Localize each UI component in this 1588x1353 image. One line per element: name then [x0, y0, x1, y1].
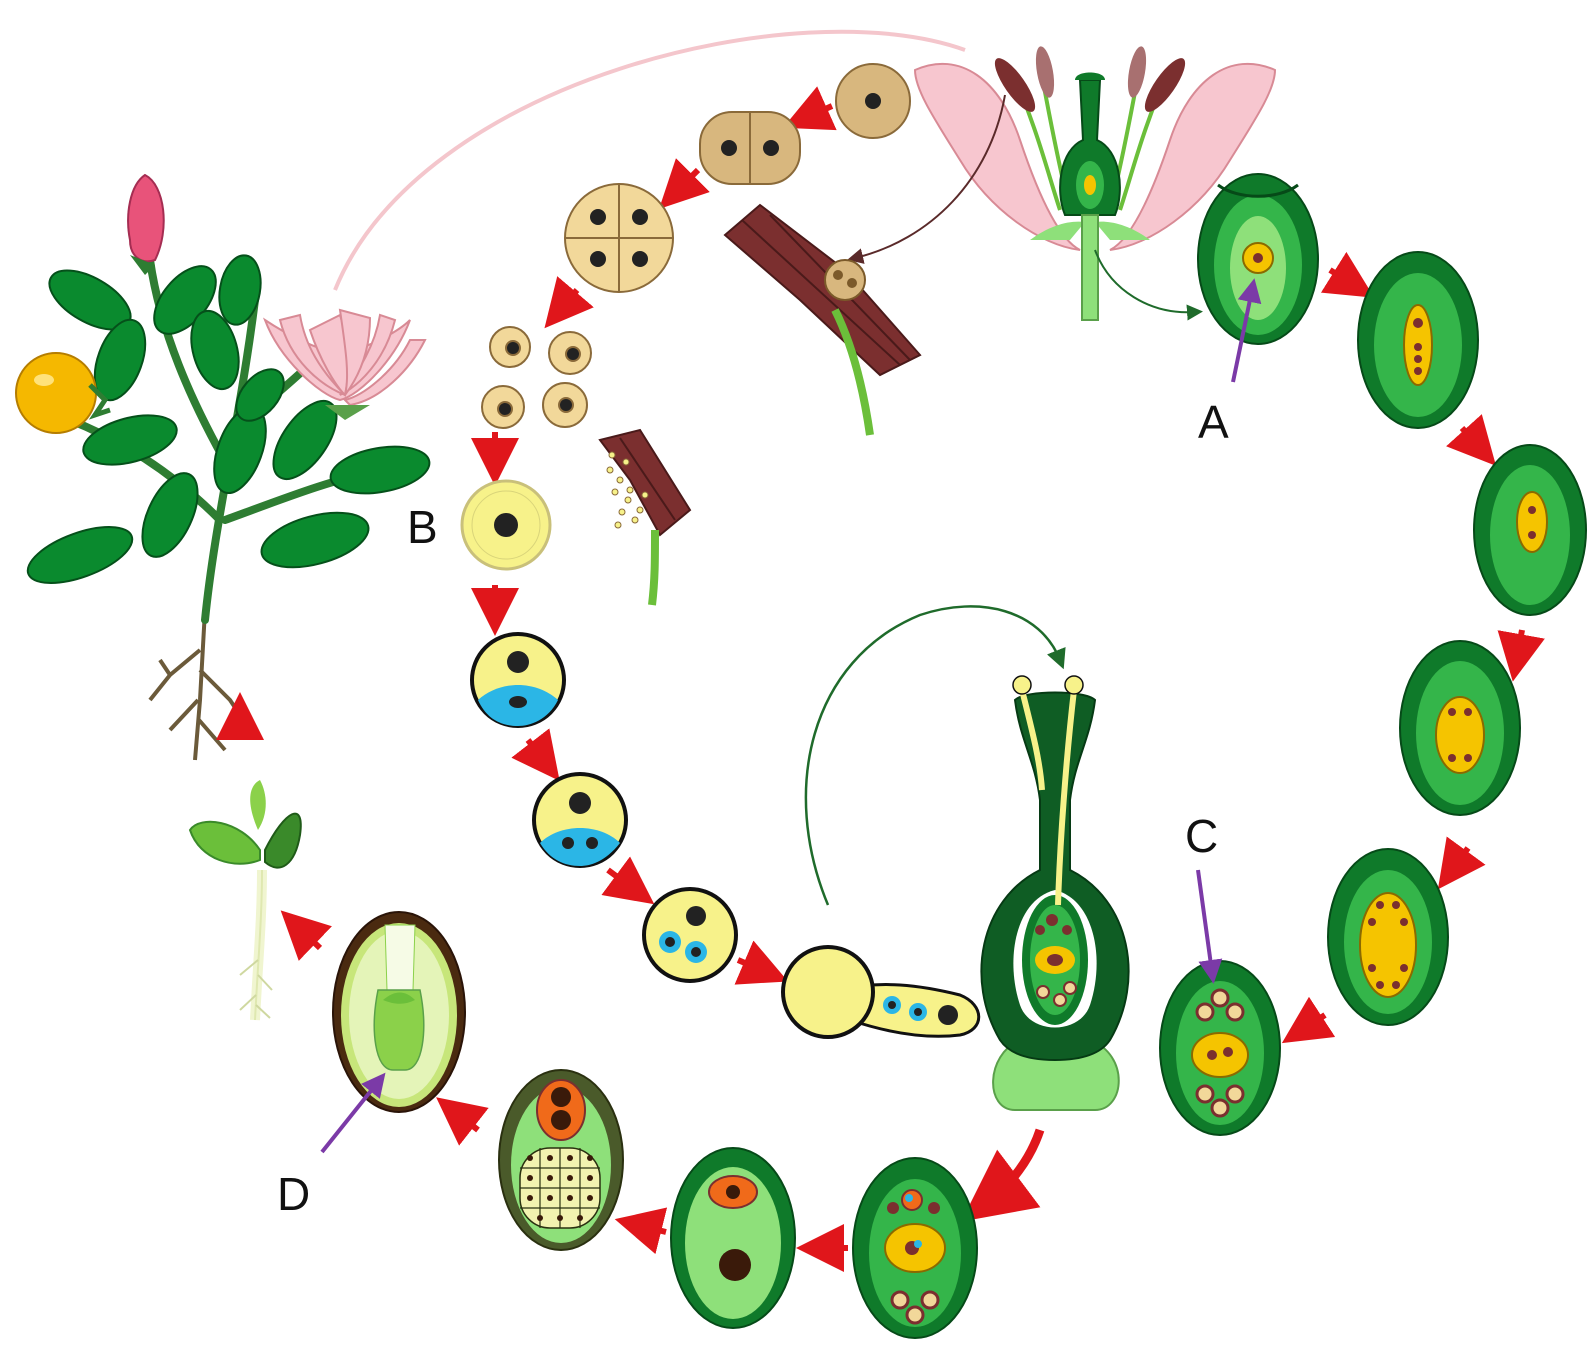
ovule-embryo-sac-2-icon: [1474, 445, 1586, 615]
seedling-icon: [190, 780, 301, 1020]
ovule-embryo-sac-8-icon: [1328, 849, 1448, 1025]
pointer-c: [1198, 870, 1212, 972]
anther-icon: [725, 205, 920, 435]
germinating-pollen-icon: [783, 947, 979, 1037]
flowering-plant-icon: [16, 175, 433, 760]
pollen-grain-icon: [462, 481, 550, 569]
dehiscing-anther-icon: [600, 430, 690, 605]
pollen-dyad-icon: [700, 112, 800, 184]
label-d: D: [277, 1168, 310, 1220]
developing-seed-icon: [499, 1070, 623, 1250]
ovule-icon: [1198, 174, 1318, 344]
pointer-d: [322, 1082, 378, 1152]
pollen-mitosis-1-icon: [472, 634, 564, 726]
ovule-megaspores-icon: [1358, 252, 1478, 428]
zygote-endosperm-icon: [671, 1148, 795, 1328]
label-c: C: [1185, 810, 1218, 862]
mature-pollen-icon: [644, 889, 736, 981]
pollen-mother-cell-icon: [836, 64, 910, 138]
mature-embryo-sac-icon: [1160, 961, 1280, 1135]
microspores-icon: [482, 327, 591, 428]
seed-icon: [333, 912, 465, 1112]
ovule-embryo-sac-4-icon: [1400, 641, 1520, 815]
label-a: A: [1198, 396, 1229, 448]
pollen-mitosis-2-icon: [534, 774, 626, 866]
pollen-tetrad-icon: [565, 184, 673, 292]
label-b: B: [407, 501, 438, 553]
pistil-with-pollen-tube-icon: [981, 676, 1128, 1110]
fertilized-ovule-icon: [853, 1158, 977, 1338]
